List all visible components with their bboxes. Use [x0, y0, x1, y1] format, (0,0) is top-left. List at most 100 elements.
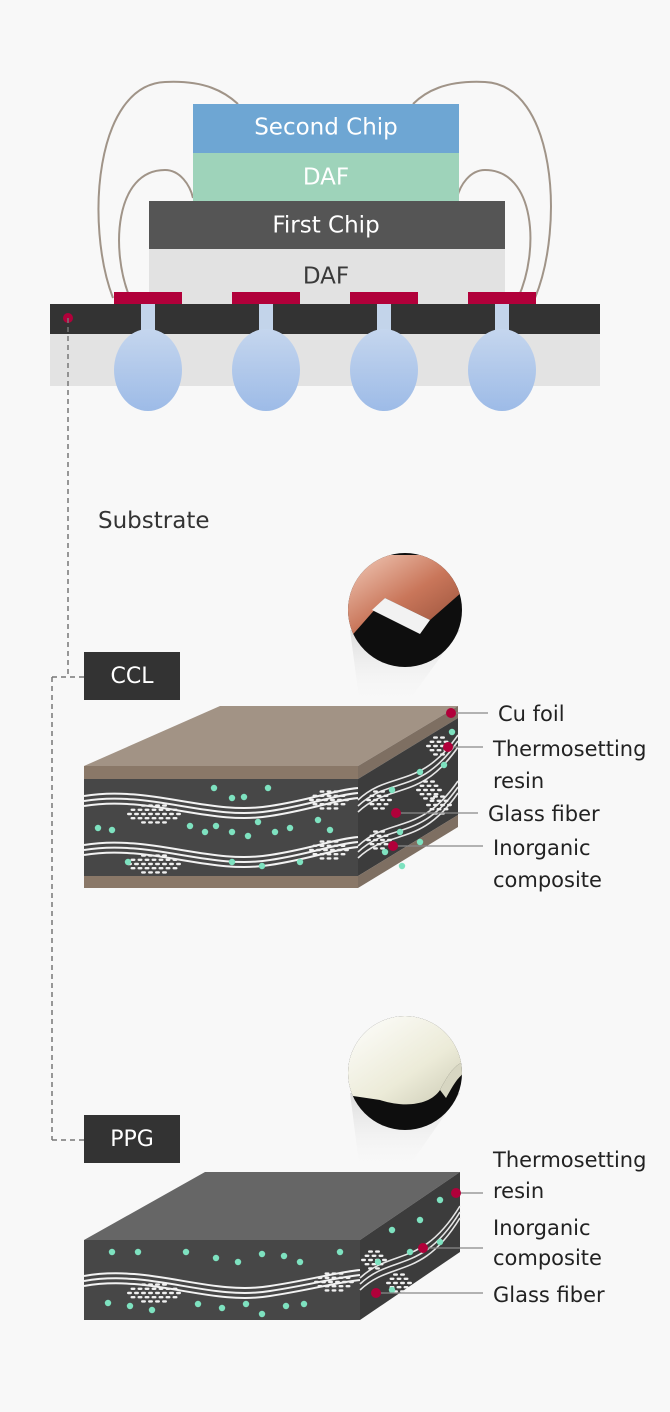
inorganic-particle — [271, 828, 279, 836]
ccl-callouts: Cu foil Thermosetting resin Glass fiber … — [388, 702, 646, 892]
ccl-block — [83, 706, 459, 888]
ppg-tag-label: PPG — [110, 1127, 154, 1152]
inorganic-particle — [436, 1196, 444, 1204]
inorganic-particle — [182, 1248, 190, 1256]
inorganic-particle — [212, 1254, 220, 1262]
ccl-section: CCL — [83, 553, 646, 892]
ppg-callout-composite: composite — [493, 1246, 602, 1270]
inorganic-particle — [388, 1286, 396, 1294]
solder-ball — [114, 329, 182, 411]
ccl-callout-composite: composite — [493, 868, 602, 892]
fiber-bundle — [416, 780, 442, 800]
fiber-bundle — [309, 840, 349, 860]
bond-wire-outer-left — [97, 80, 239, 299]
ccl-marker-inorganic-composite — [388, 841, 398, 851]
bond-pad — [114, 292, 182, 304]
inorganic-particle — [286, 824, 294, 832]
ccl-marker-cu-foil — [446, 708, 456, 718]
ppg-callout-thermosetting: Thermosetting — [492, 1148, 646, 1172]
inorganic-particle — [448, 728, 456, 736]
via — [141, 304, 155, 336]
daf-top-label: DAF — [303, 165, 349, 191]
ppg-side-face — [360, 1172, 460, 1320]
ppg-inorganic-dots — [104, 1196, 444, 1318]
inorganic-particle — [296, 858, 304, 866]
solder-balls — [114, 329, 536, 411]
solder-ball — [350, 329, 418, 411]
bond-pad — [350, 292, 418, 304]
fiber-bundle — [366, 830, 392, 850]
inorganic-particle — [108, 1248, 116, 1256]
inorganic-particle — [258, 1250, 266, 1258]
ccl-side-cu-top — [358, 706, 458, 779]
inorganic-particle — [108, 826, 116, 834]
inorganic-particle — [436, 1238, 444, 1246]
inorganic-particle — [201, 828, 209, 836]
daf-top — [193, 153, 459, 201]
inorganic-particle — [210, 784, 218, 792]
inorganic-particle — [300, 1300, 308, 1308]
via — [377, 304, 391, 336]
fiber-bundle — [366, 790, 392, 810]
bond-wires — [97, 80, 552, 299]
ppg-marker-inorganic-composite — [418, 1243, 428, 1253]
inorganic-particle — [282, 1302, 290, 1310]
inorganic-particle — [124, 858, 132, 866]
ccl-inorganic-dots — [94, 728, 456, 870]
inorganic-particle — [228, 828, 236, 836]
fiber-bundle — [314, 1272, 354, 1292]
inorganic-particle — [280, 1252, 288, 1260]
ccl-front-cu-bottom — [84, 876, 358, 888]
inorganic-particle — [242, 1300, 250, 1308]
first-chip — [149, 201, 505, 249]
ccl-callout-inorganic: Inorganic — [493, 836, 591, 860]
inorganic-particle — [186, 822, 194, 830]
ccl-side-cu-bottom — [358, 815, 458, 888]
fiber-bundle — [386, 1273, 412, 1293]
ccl-tag-label: CCL — [111, 664, 155, 689]
ppg-fiber-bundles — [127, 1250, 412, 1303]
fiber-bundle — [127, 854, 181, 874]
ccl-photo — [348, 553, 462, 667]
substrate-label: Substrate — [98, 508, 210, 534]
inorganic-particle — [388, 1226, 396, 1234]
inorganic-particle — [254, 818, 262, 826]
inorganic-particle — [396, 828, 404, 836]
bond-wire-inner-right — [456, 168, 532, 299]
first-chip-label: First Chip — [272, 213, 379, 239]
bond-wire-inner-left — [118, 168, 194, 299]
inorganic-particle — [258, 862, 266, 870]
ppg-marker-thermosetting-resin — [451, 1188, 461, 1198]
fiber-bundle — [127, 804, 181, 824]
chip-package: Second Chip DAF First Chip DAF — [50, 80, 600, 411]
bond-wire-outer-right — [412, 80, 552, 299]
inorganic-particle — [126, 1302, 134, 1310]
inorganic-particle — [234, 1258, 242, 1266]
inorganic-particle — [416, 838, 424, 846]
ccl-marker-thermosetting-resin — [443, 742, 453, 752]
ppg-photo — [348, 1016, 462, 1130]
ccl-callout-resin: resin — [493, 769, 544, 793]
inorganic-particle — [416, 1216, 424, 1224]
solder-ball — [232, 329, 300, 411]
bond-pads — [114, 292, 536, 336]
daf-bottom — [149, 249, 505, 304]
inorganic-particle — [416, 768, 424, 776]
ppg-block — [83, 1172, 461, 1320]
inorganic-particle — [240, 793, 248, 801]
ccl-top-face — [84, 706, 458, 766]
inorganic-particle — [104, 1299, 112, 1307]
inorganic-particle — [440, 761, 448, 769]
inorganic-particle — [336, 1248, 344, 1256]
second-chip — [193, 104, 459, 153]
inorganic-particle — [218, 1304, 226, 1312]
fiber-bundle — [309, 790, 349, 810]
via — [259, 304, 273, 336]
inorganic-particle — [194, 1300, 202, 1308]
inorganic-particle — [296, 1258, 304, 1266]
ppg-callout-resin: resin — [493, 1179, 544, 1203]
inorganic-particle — [388, 786, 396, 794]
fiber-bundle — [127, 1283, 181, 1303]
ccl-tag — [84, 652, 180, 700]
